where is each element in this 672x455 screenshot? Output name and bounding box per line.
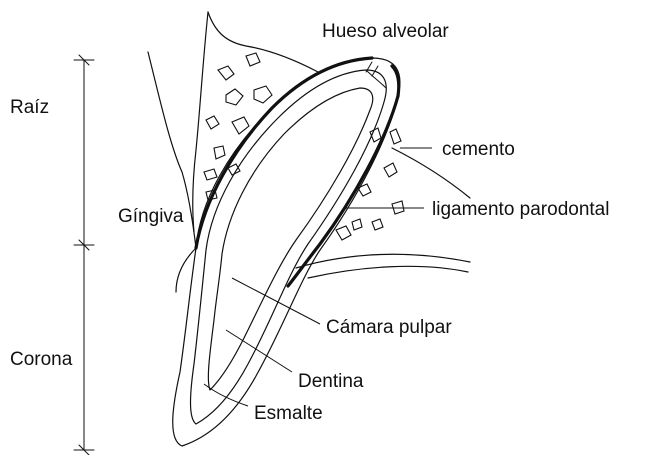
- dimension-lines: [74, 55, 94, 455]
- tooth-outer-surface: [173, 58, 400, 446]
- dentina-leader: [226, 330, 292, 372]
- leader-lines: [204, 148, 432, 406]
- labels: Hueso alveolar cemento ligamento parodon…: [10, 21, 609, 424]
- label-dentina: Dentina: [298, 371, 364, 392]
- label-hueso-alveolar: Hueso alveolar: [322, 21, 449, 42]
- gingiva-outline: [148, 12, 208, 292]
- label-esmalte: Esmalte: [254, 403, 323, 424]
- label-cemento: cemento: [442, 139, 515, 160]
- label-ligamento: ligamento parodontal: [432, 199, 609, 220]
- pulp-chamber: [208, 88, 372, 390]
- label-gingiva: Gíngiva: [118, 206, 184, 227]
- label-raiz: Raíz: [10, 97, 49, 118]
- label-corona: Corona: [10, 349, 73, 370]
- alveolar-bone: [204, 12, 470, 278]
- esmalte-leader: [204, 384, 248, 406]
- camara-leader: [232, 278, 320, 324]
- label-camara-pulpar: Cámara pulpar: [326, 317, 452, 338]
- tooth: [173, 58, 400, 446]
